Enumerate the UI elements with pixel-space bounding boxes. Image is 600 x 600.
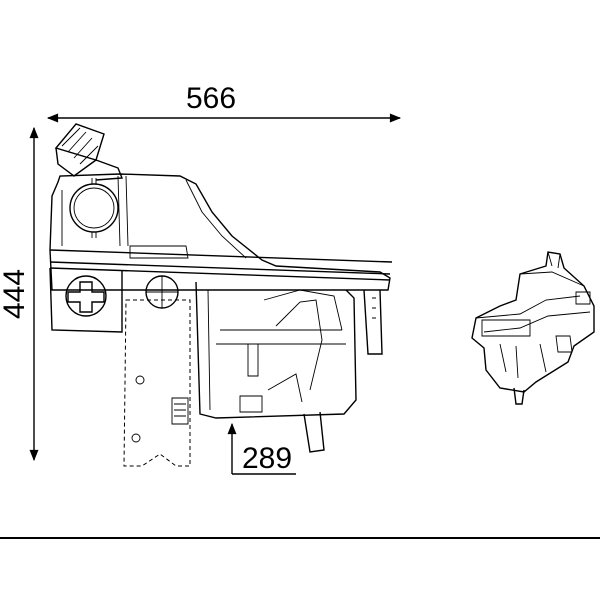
sensor-port-cross <box>146 276 178 308</box>
right-stub <box>363 289 383 355</box>
level-gauge-tabs <box>91 178 97 238</box>
cap-top <box>54 123 105 161</box>
outlet-port <box>65 275 107 317</box>
mounting-plate-hidden <box>123 299 191 467</box>
height-dimension: 444 <box>0 126 39 462</box>
depth-label: 289 <box>242 442 292 475</box>
iso-seams <box>475 271 591 333</box>
tank-lower-body <box>195 281 357 419</box>
baffle-outline <box>275 299 323 391</box>
iso-front-panel <box>481 319 531 337</box>
baffle-lower <box>267 373 303 403</box>
tank-seam-band <box>49 249 393 281</box>
tank-front-view <box>49 123 393 467</box>
cap-neck <box>95 159 124 181</box>
plate-clip <box>171 397 189 425</box>
plate-hole-2 <box>131 433 141 443</box>
iso-body-ribs <box>499 343 547 379</box>
upper-body-seams <box>61 175 247 259</box>
drain-pipe <box>303 411 325 453</box>
tank-lower-left <box>49 267 123 333</box>
center-rib <box>247 343 259 377</box>
filler-cap <box>54 123 124 181</box>
iso-side-port <box>575 291 591 305</box>
width-dimension: 566 <box>46 82 402 123</box>
tank-isometric-view <box>471 251 595 405</box>
level-gauge <box>69 183 119 233</box>
iso-bracket <box>555 335 573 353</box>
plate-hole-1 <box>135 375 145 385</box>
iso-cap <box>547 251 561 269</box>
tank-upper-body <box>49 173 391 291</box>
iso-outline <box>471 251 595 393</box>
width-label: 566 <box>186 82 236 115</box>
level-gauge-inner <box>73 187 115 229</box>
right-stub-ribs <box>372 297 376 319</box>
mount-bracket-top <box>129 245 189 259</box>
iso-drain <box>513 387 525 405</box>
height-label: 444 <box>0 269 31 319</box>
lower-clip <box>239 395 263 413</box>
cap-ribs <box>61 127 99 165</box>
cap-skirt <box>55 147 97 177</box>
inner-curve <box>263 289 343 331</box>
lower-body-ribs <box>207 289 346 411</box>
outlet-port-cross <box>67 281 105 313</box>
depth-dimension: 289 <box>227 422 296 475</box>
